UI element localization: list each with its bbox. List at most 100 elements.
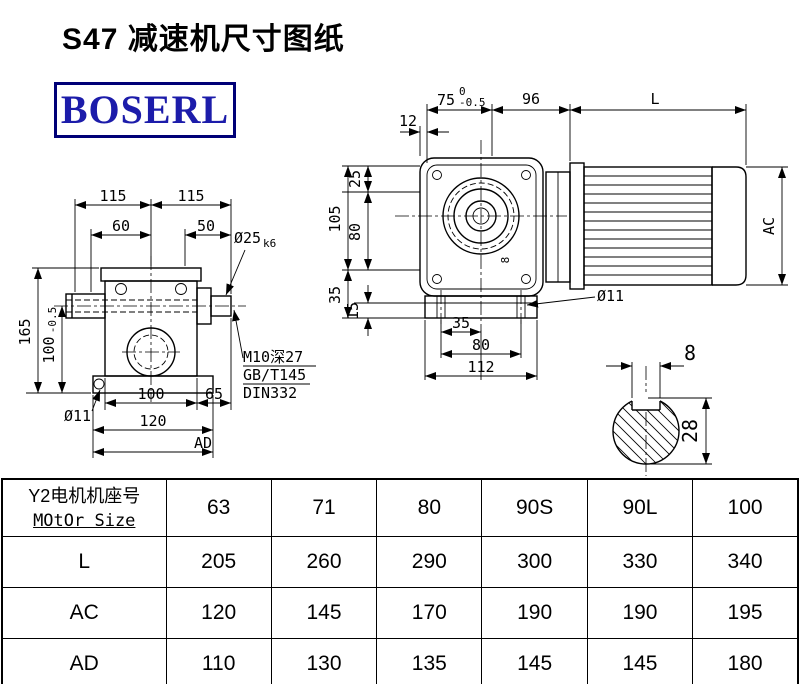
dim-label: Ø11 xyxy=(597,287,624,305)
table-cell: 340 xyxy=(692,536,799,588)
table-cell-size: 80 xyxy=(376,478,483,537)
dim-hole-o11-left: Ø11 xyxy=(64,389,101,425)
boserl-logo: BOSERL xyxy=(54,82,236,138)
dim-100-bottom: 100 xyxy=(104,378,198,410)
bolt-hole xyxy=(175,283,187,295)
table-cell: 145 xyxy=(270,587,378,639)
dim-label: AC xyxy=(760,217,778,235)
dim-label: Ø25 xyxy=(234,229,261,247)
dim-tolerance-upper: 0 xyxy=(459,85,466,98)
dim-label: 100 xyxy=(137,385,164,403)
fan-cowl xyxy=(712,166,747,286)
table-cell: 195 xyxy=(692,587,799,639)
dim-60: 60 xyxy=(90,217,151,292)
header-cn: Y2电机机座号 xyxy=(28,486,141,507)
motor-body xyxy=(545,162,747,290)
dim-label: 50 xyxy=(197,217,215,235)
front-view: 8 xyxy=(326,85,788,380)
table-cell: 145 xyxy=(481,638,588,684)
note-din: DIN332 xyxy=(243,384,297,402)
dim-96: 96 xyxy=(492,90,571,161)
dim-L: L xyxy=(570,90,747,165)
face-bolt-hole xyxy=(432,274,442,284)
dim-label: 105 xyxy=(326,205,344,232)
bolt-hole xyxy=(115,283,127,295)
dim-115-left: 115 xyxy=(74,187,152,292)
table-cell: 120 xyxy=(165,587,272,639)
table-row-AD: AD 110 130 135 145 145 180 xyxy=(1,638,799,684)
dim-diameter-28: 28 xyxy=(648,397,712,465)
dim-15: 15 xyxy=(344,285,372,336)
table-cell: 180 xyxy=(692,638,799,684)
dim-100-side: 100 -0.5 xyxy=(40,306,66,393)
left-view-centerlines xyxy=(54,256,246,402)
boserl-logo-text: BOSERL xyxy=(60,87,230,132)
dim-120: 120 xyxy=(92,395,214,458)
thread-note: M10深27 GB/T145 DIN332 xyxy=(232,309,316,402)
table-cell: 300 xyxy=(481,536,588,588)
row-label: L xyxy=(1,536,167,588)
dim-shaft-diameter: Ø25 k6 xyxy=(225,229,276,296)
dim-label: 96 xyxy=(522,90,540,108)
dim-fit-label: k6 xyxy=(263,237,276,250)
dim-label: 115 xyxy=(99,187,126,205)
note-standard: GB/T145 xyxy=(243,366,306,384)
dim-hole-o11-right: Ø11 xyxy=(526,287,624,308)
row-label: AD xyxy=(1,638,167,684)
table-cell-size: 100 xyxy=(692,478,799,537)
inner-mark: 8 xyxy=(499,257,512,264)
shaft-section: 8 28 xyxy=(606,341,712,476)
dim-label: 65 xyxy=(205,385,223,403)
note-thread: M10深27 xyxy=(243,348,303,366)
header-en: MOtOr Size xyxy=(33,510,136,531)
dim-label: 115 xyxy=(177,187,204,205)
gearbox-front-face: 8 xyxy=(419,157,544,297)
dim-label: 28 xyxy=(678,419,702,443)
dim-label: 25 xyxy=(346,170,364,188)
table-cell: 190 xyxy=(481,587,588,639)
dim-label: 165 xyxy=(16,318,34,345)
page-title: S47 减速机尺寸图纸 xyxy=(62,23,345,56)
dim-12: 12 xyxy=(399,112,449,163)
table-row-AC: AC 120 145 170 190 190 195 xyxy=(1,587,799,639)
dim-label: 100 xyxy=(40,336,58,363)
table-cell: 145 xyxy=(586,638,694,684)
dim-25: 25 xyxy=(346,166,372,192)
table-cell: 260 xyxy=(270,536,378,588)
foot-hole xyxy=(93,378,105,390)
dim-tolerance-lower: -0.5 xyxy=(459,96,486,109)
dim-label: 15 xyxy=(344,302,362,320)
keyway-slot xyxy=(631,401,661,411)
gearbox-body-side xyxy=(65,267,232,394)
table-cell: 205 xyxy=(165,536,272,588)
dim-label: 80 xyxy=(346,223,364,241)
table-row-L: L 205 260 290 300 330 340 xyxy=(1,536,799,588)
dim-35-left: 35 xyxy=(326,270,352,318)
dim-label: 35 xyxy=(452,314,470,332)
table-cell: 135 xyxy=(376,638,483,684)
face-bolt-hole xyxy=(521,274,531,284)
dim-key-width-8: 8 xyxy=(606,341,696,398)
table-cell: 330 xyxy=(586,536,694,588)
row-label: AC xyxy=(1,587,167,639)
dim-35-bottom: 35 xyxy=(441,314,481,336)
dim-80-left: 80 xyxy=(346,192,372,270)
output-bore-circle xyxy=(126,327,176,377)
table-cell-size: 90L xyxy=(586,478,694,537)
dim-label: 12 xyxy=(399,112,417,130)
dim-label: AD xyxy=(194,434,212,452)
dim-label: 8 xyxy=(684,341,696,365)
dim-label: 75 xyxy=(437,91,455,109)
dim-105: 105 xyxy=(326,166,352,270)
table-cell: 290 xyxy=(376,536,483,588)
dim-tolerance: -0.5 xyxy=(46,307,59,334)
table-header-row: Y2电机机座号 MOtOr Size 63 71 80 90S 90L 100 xyxy=(1,478,799,537)
dim-label: 35 xyxy=(326,286,344,304)
table-cell: 130 xyxy=(270,638,378,684)
table-header-cell: Y2电机机座号 MOtOr Size xyxy=(1,478,167,537)
table-cell-size: 71 xyxy=(270,478,378,537)
dim-50: 50 xyxy=(184,217,231,266)
dim-label: Ø11 xyxy=(64,407,91,425)
table-cell-size: 63 xyxy=(165,478,272,537)
